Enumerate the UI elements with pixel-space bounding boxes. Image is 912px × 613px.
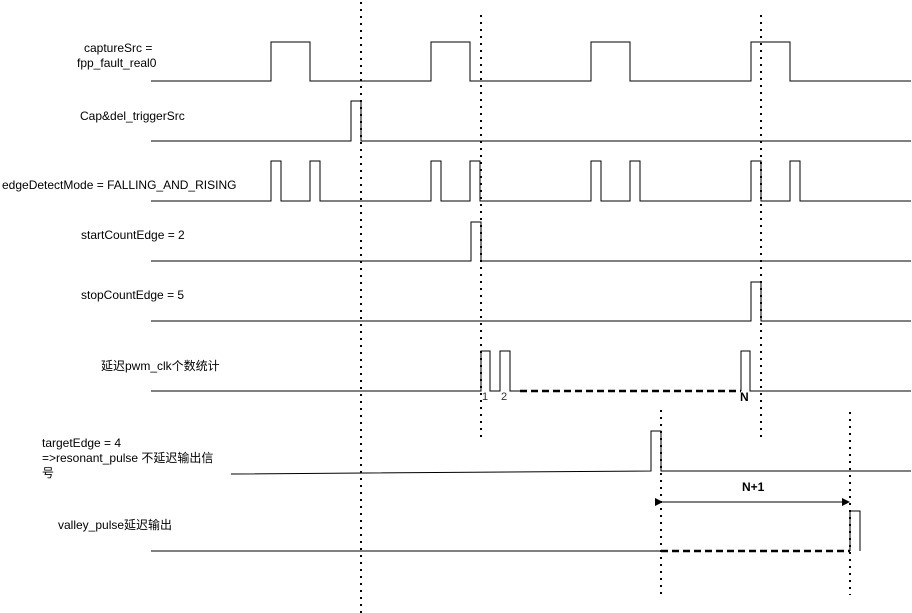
delay-span-label: N+1 — [742, 480, 765, 494]
edge-detect-mode-waveform — [151, 160, 911, 202]
capture-src-label-line2: fpp_fault_real0 — [77, 56, 157, 70]
valley-pulse-label: valley_pulse延迟输出 — [58, 517, 172, 532]
pulse-label-last: N — [740, 390, 749, 404]
delay-count-waveform-start — [151, 350, 520, 392]
start-count-edge-waveform — [151, 221, 911, 262]
pulse-label-second: 2 — [501, 391, 507, 403]
edge-detect-mode-label: edgeDetectMode = FALLING_AND_RISING — [2, 178, 236, 192]
trigger-src-label: Cap&del_triggerSrc — [80, 109, 185, 123]
pulse-label-first: 1 — [482, 391, 488, 403]
delay-count-waveform-end — [740, 350, 911, 392]
start-count-edge-label: startCountEdge = 2 — [81, 228, 185, 242]
target-edge-label-line2: =>resonant_pulse 不延迟输出信 — [42, 450, 213, 465]
stop-count-edge-label: stopCountEdge = 5 — [81, 288, 184, 302]
target-edge-label: targetEdge = 4 — [42, 436, 121, 450]
delay-count-label: 延迟pwm_clk个数统计 — [101, 358, 220, 373]
capture-src-label: captureSrc = — [84, 41, 152, 55]
trigger-src-waveform — [151, 100, 911, 142]
target-edge-label-line3: 号 — [42, 466, 54, 480]
valley-pulse-waveform — [849, 510, 861, 551]
resonant-pulse-waveform — [230, 430, 911, 475]
stop-count-edge-waveform — [151, 281, 911, 322]
capture-src-waveform — [151, 41, 911, 82]
